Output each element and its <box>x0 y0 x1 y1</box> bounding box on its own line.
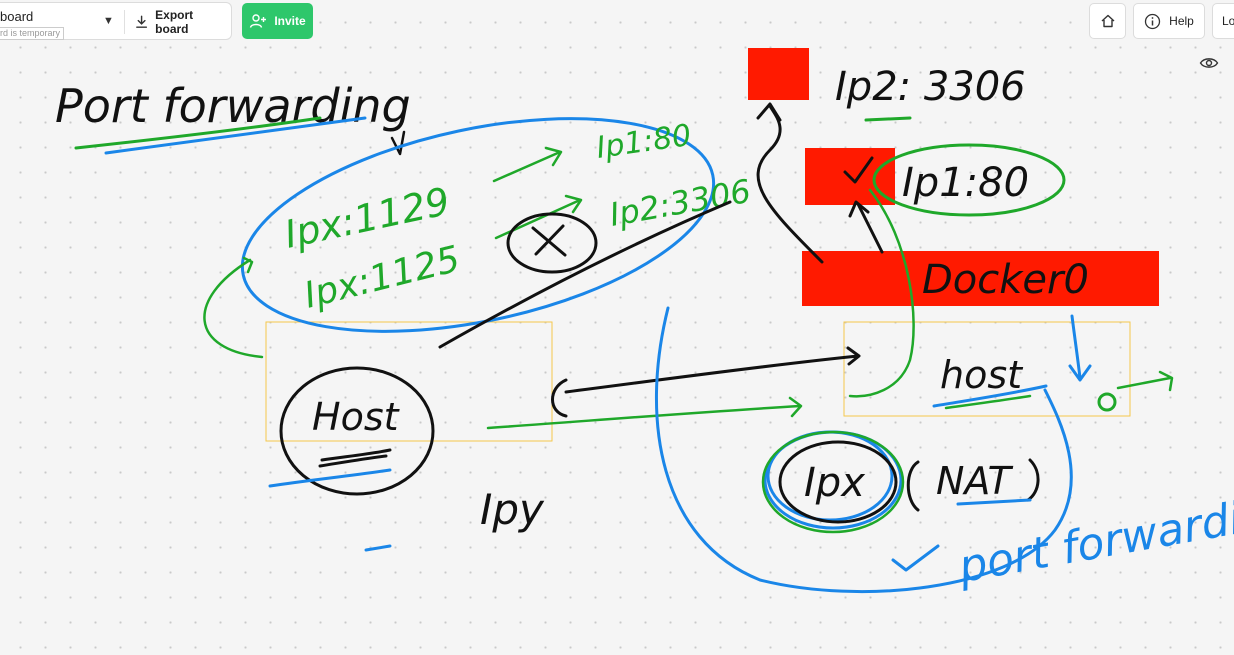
frame-left <box>265 321 553 442</box>
invite-label: Invite <box>274 14 306 28</box>
green-arrow-out <box>1116 370 1174 392</box>
temporary-board-note: rd is temporary <box>0 27 65 40</box>
help-label: Help <box>1169 14 1194 28</box>
blue-dash <box>364 544 392 552</box>
blue-arrow-down <box>1068 314 1092 382</box>
blue-ellipse <box>240 117 716 333</box>
frame-right <box>843 321 1131 417</box>
check-mark <box>843 156 874 184</box>
board-name[interactable]: board <box>0 9 34 24</box>
eye-icon[interactable] <box>1199 56 1219 70</box>
ipx-1125-label: Ipx:1125 <box>300 239 464 317</box>
chevron-down-icon[interactable]: ▼ <box>103 15 114 27</box>
ipx-circle-black <box>778 440 898 524</box>
board-menu[interactable]: board rd is temporary ▼ Export board <box>0 2 232 40</box>
red-box-ip2 <box>748 48 809 100</box>
black-diagonal-line <box>438 200 732 349</box>
nat-paren <box>906 458 1040 512</box>
host-left-label: Host <box>312 395 401 439</box>
ip2-underline-green <box>864 116 912 122</box>
download-icon <box>136 15 148 28</box>
green-arrow-1129 <box>492 146 563 183</box>
black-arrow-red-top <box>756 102 824 264</box>
host-right-underline-green <box>944 394 1032 410</box>
blue-check <box>891 544 940 572</box>
nat-underline <box>956 498 1032 506</box>
login-button[interactable]: Lo <box>1212 3 1234 39</box>
title-arrow <box>390 130 406 156</box>
blue-u-loop <box>654 306 1073 594</box>
ip1-80-right-label: Ip1:80 <box>902 160 1029 206</box>
ipx-circle-green <box>761 430 905 534</box>
toolbar-divider <box>124 10 125 34</box>
docker0-label: Docker0 <box>922 257 1089 303</box>
ipx-nat-nat-label: NAT <box>936 459 1014 503</box>
green-loop-left <box>203 256 264 359</box>
green-curve-down <box>848 188 915 398</box>
ip2-3306-right-label: Ip2: 3306 <box>835 64 1026 110</box>
host-underline-blue <box>268 468 392 488</box>
ip1-80-label: Ip1:80 <box>594 118 693 166</box>
x-mark <box>531 224 567 257</box>
title-underline-green <box>74 116 322 150</box>
host-right-label: host <box>940 353 1024 397</box>
docker0-box <box>802 251 1159 306</box>
black-arrow-host <box>551 346 861 418</box>
black-arrow-red-mid <box>848 200 884 254</box>
add-user-icon <box>250 14 267 28</box>
host-underline-black <box>318 448 392 468</box>
green-arrow-host <box>486 396 803 430</box>
ip1-80-circle <box>872 143 1066 217</box>
ipx-nat-ipx-label: Ipx <box>804 460 865 506</box>
export-board-button[interactable]: Export board <box>134 8 226 36</box>
title-underline-blue <box>104 116 367 155</box>
home-button[interactable] <box>1089 3 1126 39</box>
title-handwriting: Port forwarding <box>55 79 411 133</box>
info-icon <box>1145 13 1161 29</box>
home-icon <box>1101 14 1114 28</box>
export-board-label: Export board <box>155 8 194 36</box>
green-dot <box>1097 392 1117 412</box>
help-button[interactable]: Help <box>1133 3 1205 39</box>
login-label: Lo <box>1222 14 1234 28</box>
host-circle-left <box>279 366 435 496</box>
host-right-underline-blue <box>932 384 1048 408</box>
ipy-label: Ipy <box>480 485 545 534</box>
invite-button[interactable]: Invite <box>242 3 313 39</box>
circled-x <box>506 212 598 274</box>
